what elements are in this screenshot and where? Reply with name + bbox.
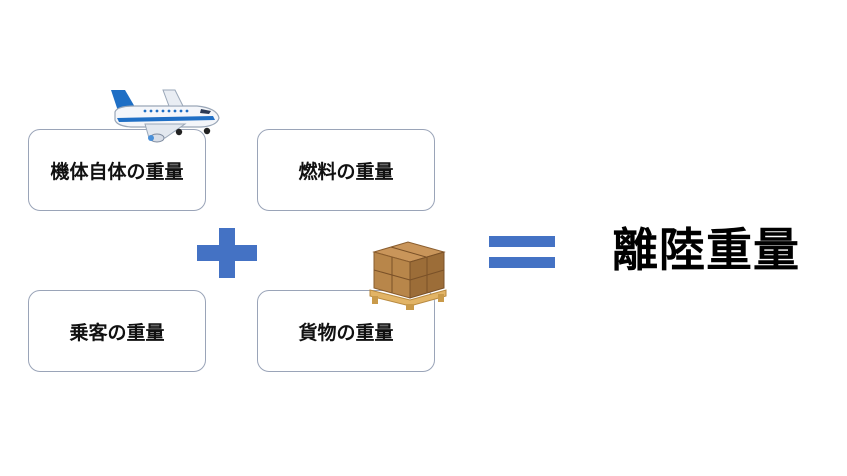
box-fuel-weight-label: 燃料の重量 [298,160,394,183]
box-cargo-weight-label: 貨物の重量 [298,321,394,344]
box-passenger-weight-label: 乗客の重量 [69,321,165,344]
box-fuel-weight: 燃料の重量 [257,129,435,211]
takeoff-weight-result: 離陸重量 [612,223,800,277]
plus-icon [197,228,257,278]
box-airframe-weight: 機体自体の重量 [28,129,206,211]
equals-icon [489,236,555,268]
cargo-pallet-icon [369,241,447,310]
box-airframe-weight-label: 機体自体の重量 [50,160,184,183]
box-passenger-weight: 乗客の重量 [28,290,206,372]
airplane-icon [111,89,220,143]
